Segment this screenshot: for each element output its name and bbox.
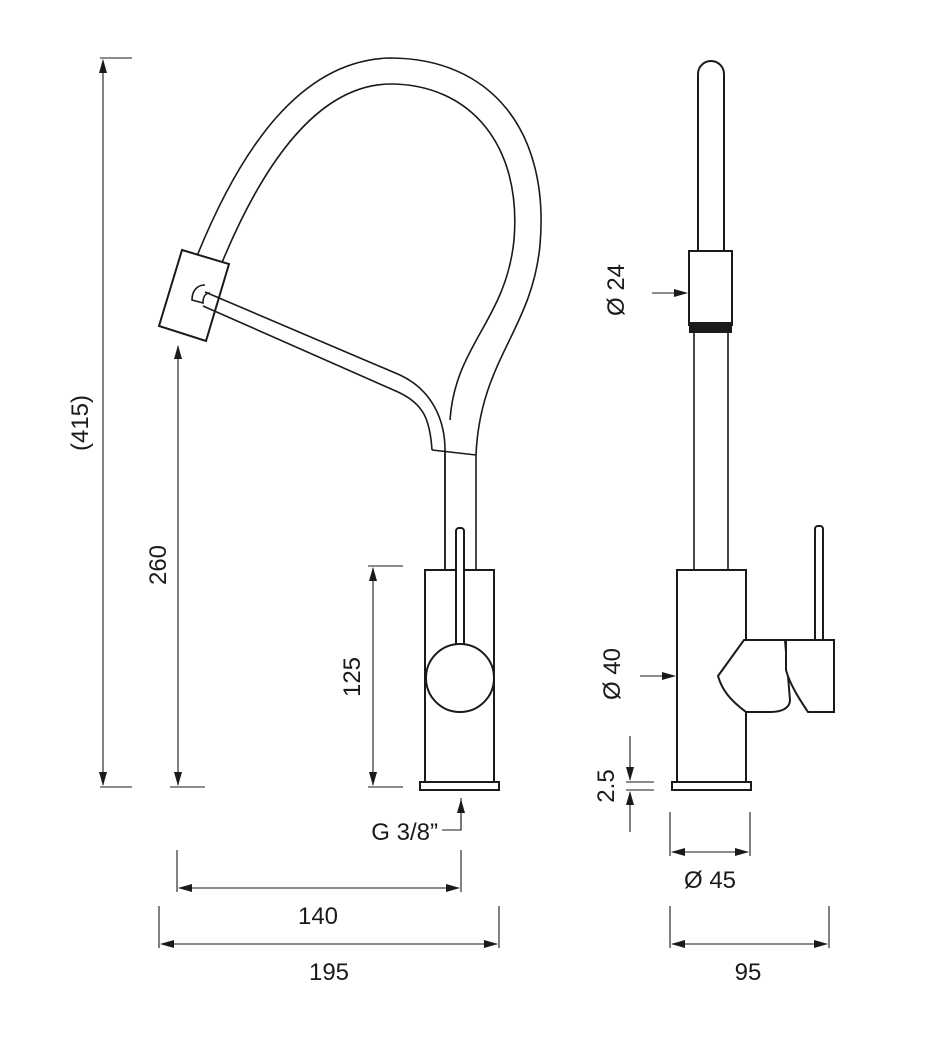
side-lever (814, 525, 824, 645)
dim-d24-label: Ø 24 (603, 264, 630, 316)
dim-d45-label: Ø 45 (684, 867, 736, 894)
dim-95-label: 95 (735, 959, 762, 986)
side-base (671, 781, 752, 791)
side-spray-head (688, 250, 733, 326)
front-spout-neck (431, 449, 477, 570)
side-view: Ø 24 Ø 40 2.5 Ø 45 95 (593, 60, 835, 986)
dim-415-label: (415) (67, 395, 94, 451)
front-hose-outer (196, 57, 542, 456)
front-view: (415) 260 125 G 3/8” 140 195 (67, 57, 542, 986)
side-top-tube (697, 60, 725, 250)
dim-d40-label: Ø 40 (599, 648, 626, 700)
front-lever-knob (425, 643, 495, 713)
dim-195-label: 195 (309, 959, 349, 986)
front-base (419, 781, 500, 791)
side-aerator (689, 322, 732, 333)
side-spout-tube (693, 333, 729, 570)
front-spray-head (157, 248, 231, 343)
g38-label: G 3/8” (371, 819, 438, 846)
front-spray-nozzle (191, 284, 211, 305)
front-spout-arm-lower (202, 305, 433, 451)
g38-leader (442, 798, 462, 831)
side-lever-housing (716, 639, 792, 713)
front-hose-inner (220, 83, 516, 421)
dim-125-label: 125 (339, 657, 366, 697)
side-lever-cap (785, 639, 835, 713)
dim-25-label: 2.5 (593, 769, 620, 802)
front-spout-arm (204, 291, 446, 570)
dim-260-label: 260 (145, 545, 172, 585)
dim-140-label: 140 (298, 903, 338, 930)
front-lever (455, 527, 465, 649)
